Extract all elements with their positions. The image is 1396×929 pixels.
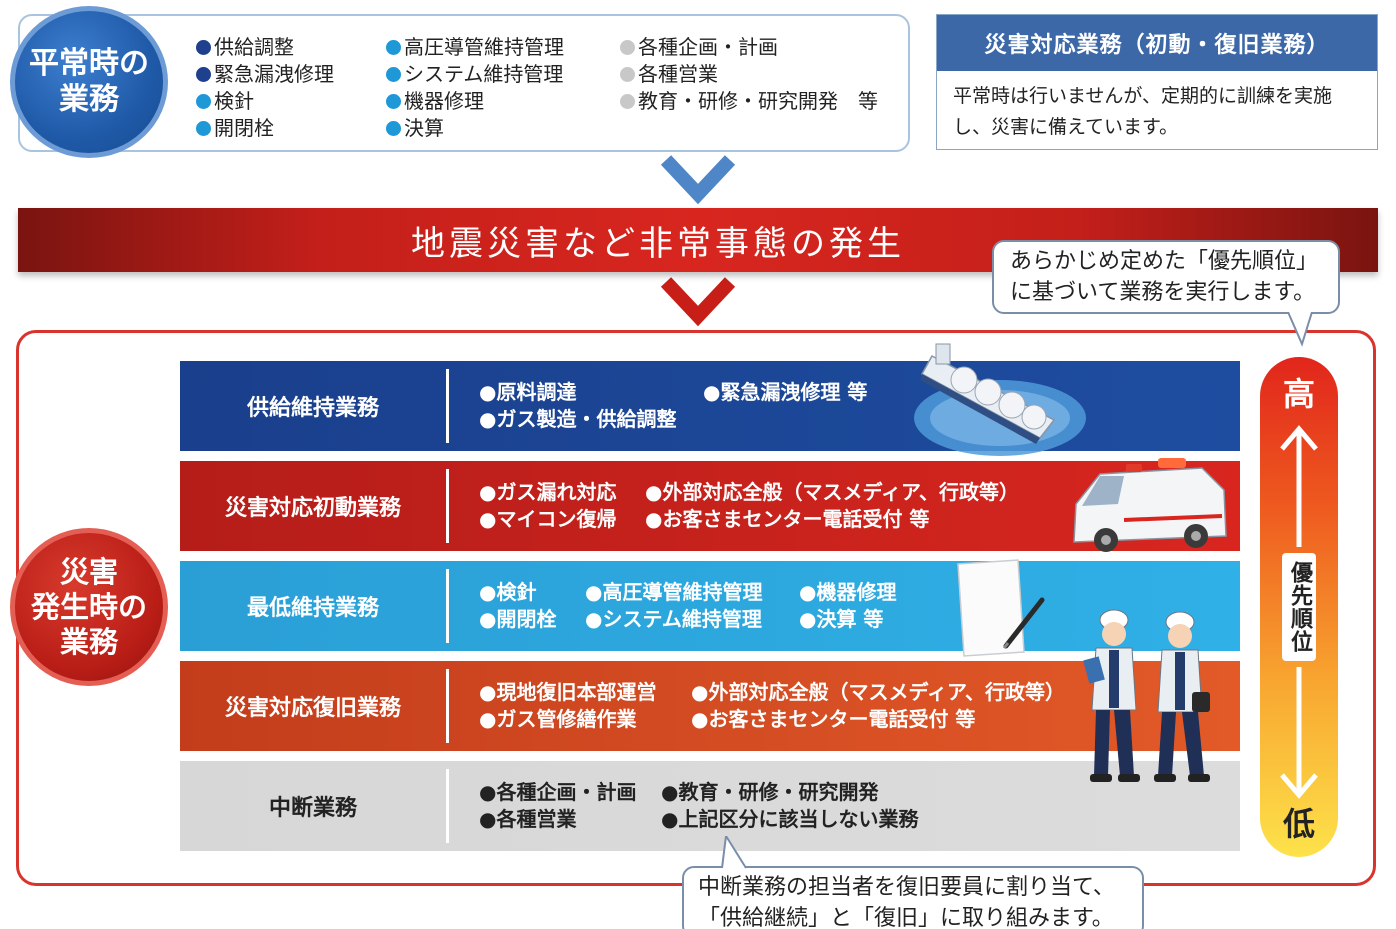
row-items: ●原料調達●緊急漏洩修理 等 ●ガス製造・供給調整 <box>479 380 868 431</box>
priority-order-label: 優先順位 <box>1282 553 1316 661</box>
down-arrow-icon <box>660 277 736 327</box>
normal-operations-badge: 平常時の業務 <box>10 6 168 158</box>
priority-low-label: 低 <box>1282 805 1315 843</box>
row-items: ●現地復旧本部運営●外部対応全般（マスメディア、行政等） ●ガス管修繕作業●お客… <box>479 680 1066 731</box>
lng-tanker-ship-illustration <box>914 343 1086 456</box>
down-arrow-icon <box>660 155 736 205</box>
row-minimum-maintenance: 最低維持業務 ●検針●高圧導管維持管理●機器修理 ●開閉栓●システム維持管理●決… <box>180 561 1240 651</box>
list-item: 決算 <box>386 115 564 142</box>
row-label: 供給維持業務 <box>246 396 379 421</box>
disaster-response-description: 平常時は行いませんが、定期的に訓練を実施 し、災害に備えています。 <box>953 85 1333 138</box>
reassignment-callout: 中断業務の担当者を復旧要員に割り当て、 「供給継続」と「復旧」に取り組みます。 <box>682 866 1144 929</box>
disaster-operations-badge: 災害 発生時の 業務 <box>10 528 168 686</box>
row-initial-response: 災害対応初動業務 ●ガス漏れ対応●外部対応全般（マスメディア、行政等） ●マイコ… <box>180 461 1240 551</box>
row-items: ●各種企画・計画●教育・研修・研究開発 ●各種営業●上記区分に該当しない業務 <box>479 780 919 831</box>
normal-list-col2: 高圧導管維持管理 システム維持管理 機器修理 決算 <box>386 34 564 142</box>
priority-scale: 高 優先順位 低 <box>1260 357 1338 857</box>
row-label: 最低維持業務 <box>246 596 379 621</box>
list-item: 検針 <box>196 88 334 115</box>
list-item: 供給調整 <box>196 34 334 61</box>
emergency-vehicle-illustration <box>1073 458 1227 552</box>
priority-callout: あらかじめ定めた「優先順位」 に基づいて業務を実行します。 <box>992 240 1340 314</box>
callout-pointer <box>721 836 747 870</box>
row-suspended-operations: 中断業務 ●各種企画・計画●教育・研修・研究開発 ●各種営業●上記区分に該当しな… <box>180 761 1240 851</box>
list-item: 緊急漏洩修理 <box>196 61 334 88</box>
priority-arrow-icon <box>1280 425 1318 799</box>
disaster-response-title: 災害対応業務（初動・復旧業務） <box>937 15 1377 71</box>
list-item: 各種企画・計画 <box>620 34 878 61</box>
normal-list-col3: 各種企画・計画 各種営業 教育・研修・研究開発 等 <box>620 34 878 115</box>
callout-pointer <box>1287 312 1313 347</box>
list-item: システム維持管理 <box>386 61 564 88</box>
row-items: ●ガス漏れ対応●外部対応全般（マスメディア、行政等） ●マイコン復帰●お客さまセ… <box>479 480 1020 531</box>
row-label: 中断業務 <box>268 796 357 821</box>
list-item: 開閉栓 <box>196 115 334 142</box>
list-item: 各種営業 <box>620 61 878 88</box>
clipboard-pen-illustration <box>957 559 1045 657</box>
row-label: 災害対応初動業務 <box>224 496 401 521</box>
list-item: 機器修理 <box>386 88 564 115</box>
row-recovery-operations: 災害対応復旧業務 ●現地復旧本部運営●外部対応全般（マスメディア、行政等） ●ガ… <box>180 661 1240 751</box>
banner-title: 地震災害など非常事態の発生 <box>411 223 905 264</box>
list-item: 高圧導管維持管理 <box>386 34 564 61</box>
row-label: 災害対応復旧業務 <box>224 696 401 721</box>
list-item: 教育・研修・研究開発 等 <box>620 88 878 115</box>
workers-illustration <box>1083 609 1210 782</box>
disaster-response-box: 災害対応業務（初動・復旧業務） 平常時は行いませんが、定期的に訓練を実施 し、災… <box>936 14 1378 150</box>
priority-high-label: 高 <box>1282 375 1315 413</box>
row-items: ●検針●高圧導管維持管理●機器修理 ●開閉栓●システム維持管理●決算 等 <box>479 580 897 631</box>
normal-list-col1: 供給調整 緊急漏洩修理 検針 開閉栓 <box>196 34 334 142</box>
